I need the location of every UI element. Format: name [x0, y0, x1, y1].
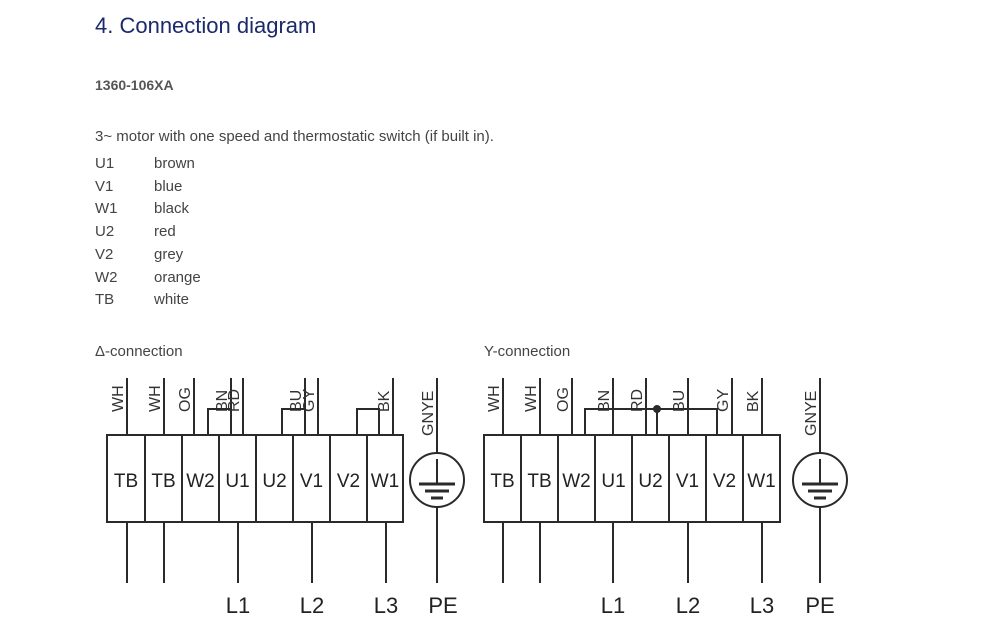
wire-color-label: WH	[147, 385, 164, 412]
delta-caption: Δ-connection	[95, 343, 183, 360]
terminal-label: U2	[262, 471, 286, 492]
wire-color-label: RD	[629, 389, 646, 412]
line-label: PE	[805, 593, 834, 618]
terminal-label: V2	[713, 471, 736, 492]
wire-color-label: GY	[301, 389, 318, 412]
wire-row: W2 orange	[95, 267, 201, 290]
wire-color-label: RD	[226, 389, 243, 412]
wire-color: brown	[154, 155, 195, 172]
wire-code: U1	[95, 155, 115, 172]
terminal-label: W1	[747, 471, 776, 492]
earth-symbol-icon	[409, 452, 465, 508]
wire-color-label: BN	[214, 390, 231, 412]
wire-color-label: OG	[177, 387, 194, 412]
wire-code: TB	[95, 291, 115, 309]
wire-color-label: BU	[288, 390, 305, 412]
star-caption: Y-connection	[484, 343, 571, 360]
line-label: L2	[300, 593, 324, 618]
line-label: L1	[226, 593, 250, 618]
jumper	[207, 408, 232, 435]
wire-color-label: WH	[486, 385, 503, 412]
section-title: 4. Connection diagram	[95, 13, 317, 38]
wire-row: TB white	[95, 289, 201, 312]
wire-code: U2	[95, 223, 115, 241]
wire-code: V2	[95, 245, 114, 263]
earth-wire-label: GNYE	[420, 391, 437, 436]
line-label: L3	[750, 593, 774, 618]
wire-color: blue	[154, 177, 183, 195]
terminal-label: V1	[676, 471, 699, 492]
line-label: L1	[601, 593, 625, 618]
wire-row: V1 blue	[95, 176, 201, 199]
terminal-label: V2	[337, 471, 360, 492]
terminal-label: V1	[300, 471, 323, 492]
motor-description: 3~ motor with one speed and thermostatic…	[95, 128, 494, 145]
wire-code: V1	[95, 177, 114, 195]
terminal-label: W1	[371, 471, 400, 492]
wire-color-label: BK	[376, 390, 393, 412]
line-label: L2	[676, 593, 700, 618]
terminal-label: TB	[527, 471, 551, 492]
star-bridge	[584, 408, 718, 435]
wire-color-label: BK	[745, 390, 762, 412]
wire-color-label: GY	[715, 389, 732, 412]
terminal-label: U2	[638, 471, 662, 492]
line-label: PE	[428, 593, 457, 618]
wire-color-label: BU	[671, 390, 688, 412]
wire-row: W1 black	[95, 198, 201, 221]
wire-code: W2	[95, 268, 118, 286]
line-label: L3	[374, 593, 398, 618]
wire-color: white	[154, 291, 190, 309]
wire-row: U1 brown	[95, 153, 201, 176]
wire-color: grey	[154, 245, 184, 263]
wire-color-label: WH	[110, 385, 127, 412]
jumper	[356, 408, 380, 435]
wire-code: W1	[95, 200, 118, 218]
terminal-label: TB	[151, 471, 175, 492]
wire-color-list: U1 brown V1 blue W1 black U2 red V2 grey W2 or…	[95, 153, 201, 312]
wire-row: U2 red	[95, 221, 201, 244]
terminal-label: U1	[601, 471, 625, 492]
wire-color-label: WH	[523, 385, 540, 412]
terminal-label: TB	[114, 471, 138, 492]
wire-color-label: OG	[555, 387, 572, 412]
wire-color: black	[154, 200, 190, 218]
terminal-label: W2	[562, 471, 591, 492]
jumper	[281, 408, 306, 435]
wire-color: orange	[154, 268, 201, 286]
wire-row: V2 grey	[95, 244, 201, 267]
earth-wire-label: GNYE	[803, 391, 820, 436]
model-number: 1360-106XA	[95, 77, 174, 93]
terminal-label: TB	[490, 471, 514, 492]
terminal-label: U1	[225, 471, 249, 492]
wire-color-label: BN	[596, 390, 613, 412]
earth-symbol-icon	[792, 452, 848, 508]
terminal-label: W2	[186, 471, 215, 492]
wire-color: red	[154, 223, 176, 241]
